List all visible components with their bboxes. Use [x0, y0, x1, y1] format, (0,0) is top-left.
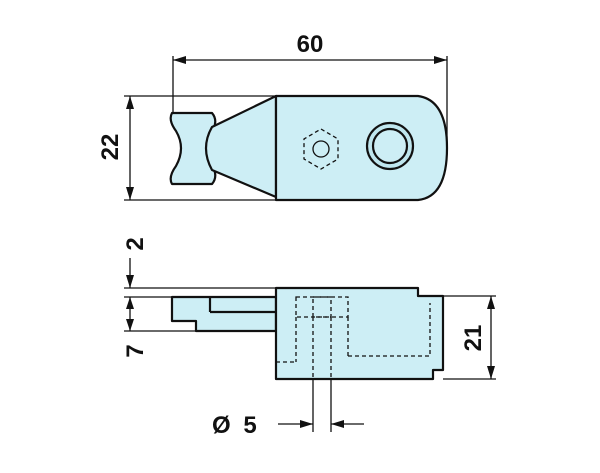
arrow-7-top: [126, 297, 134, 309]
arrow-60-left: [173, 56, 186, 64]
arrow-22-top: [126, 96, 134, 109]
diameter-value: 5: [243, 412, 256, 439]
arrow-dia-right: [331, 420, 344, 428]
dim-label-7: 7: [122, 344, 149, 357]
arrow-60-right: [434, 56, 447, 64]
arrow-dia-left: [300, 420, 313, 428]
top-view: 60 22: [97, 31, 449, 202]
side-body: [274, 286, 445, 381]
dim-label-60: 60: [297, 31, 324, 58]
side-view: 2 7 21 Ø 5: [122, 237, 496, 439]
dim-label-2: 2: [122, 237, 149, 250]
dim-label-21: 21: [460, 325, 487, 352]
arrow-7-bottom: [126, 319, 134, 331]
arrow-22-bottom: [126, 187, 134, 200]
hidden-nut-pocket: [295, 296, 349, 318]
arrow-21-bottom: [487, 366, 495, 379]
arrow-2: [126, 275, 134, 288]
neck: [204, 94, 278, 199]
hidden-hex-nut: [303, 128, 339, 170]
hidden-bore: [312, 140, 330, 158]
through-hole-inner: [371, 127, 409, 165]
top-body: [274, 94, 449, 202]
arrow-21-top: [487, 296, 495, 309]
side-arm: [170, 295, 278, 333]
hidden-bolt: [312, 296, 332, 318]
dim-label-diameter: Ø 5: [212, 412, 257, 439]
dim-label-22: 22: [97, 134, 124, 161]
diameter-symbol: Ø: [212, 412, 231, 439]
